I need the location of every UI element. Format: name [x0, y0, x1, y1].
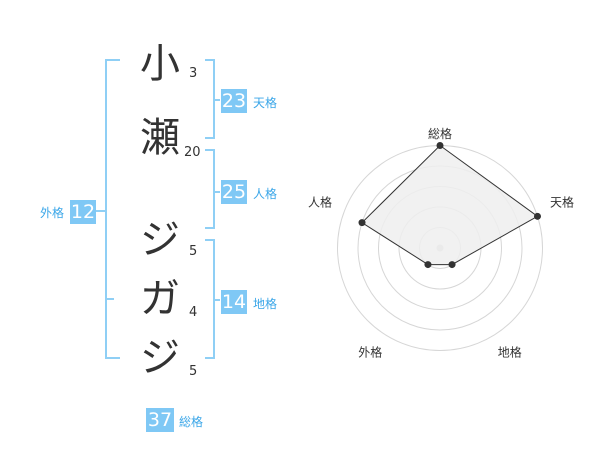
radar-point-3 [448, 261, 456, 269]
bracket-lines [96, 59, 220, 359]
chikaku-bracket [205, 239, 215, 359]
soukaku-label: 総格 [179, 415, 204, 429]
stroke-count-2: 20 [184, 145, 201, 160]
radar-axis-label-3: 地格 [498, 345, 522, 360]
jinkaku-badge: 25 [221, 180, 247, 204]
radar-axis-label-5: 人格 [308, 194, 332, 209]
stroke-count-5: 5 [189, 364, 198, 379]
name-char-5: ジ [140, 335, 180, 381]
radar-point-1 [436, 142, 444, 149]
stroke-count-4: 4 [189, 305, 198, 320]
chikaku-label: 地格 [253, 297, 278, 311]
gaikaku-badge: 12 [70, 200, 96, 224]
stroke-count-1: 3 [189, 66, 198, 81]
radar-point-4 [424, 261, 432, 269]
radar-axis-label-1: 総格 [428, 126, 452, 141]
jinkaku-label: 人格 [253, 187, 278, 201]
name-char-3: ジ [140, 217, 180, 263]
chikaku-badge: 14 [221, 290, 247, 314]
jinkaku-bracket [205, 149, 215, 229]
name-char-1: 小 [140, 41, 180, 87]
radar-point-2 [533, 212, 541, 220]
gaikaku-label: 外格 [40, 206, 65, 220]
radar-value-polygon [361, 144, 539, 266]
outer-bracket [105, 59, 120, 359]
radar-point-5 [358, 219, 366, 227]
radar-axis-label-4: 外格 [358, 345, 382, 360]
soukaku-badge: 37 [146, 408, 174, 432]
name-char-2: 瀬 [140, 115, 180, 161]
tenkaku-bracket [205, 59, 215, 139]
tenkaku-badge: 23 [221, 89, 247, 113]
tenkaku-label: 天格 [253, 96, 278, 110]
stroke-count-3: 5 [189, 244, 198, 259]
radar-axis-label-2: 天格 [550, 194, 574, 209]
name-char-4: ガ [140, 276, 180, 322]
